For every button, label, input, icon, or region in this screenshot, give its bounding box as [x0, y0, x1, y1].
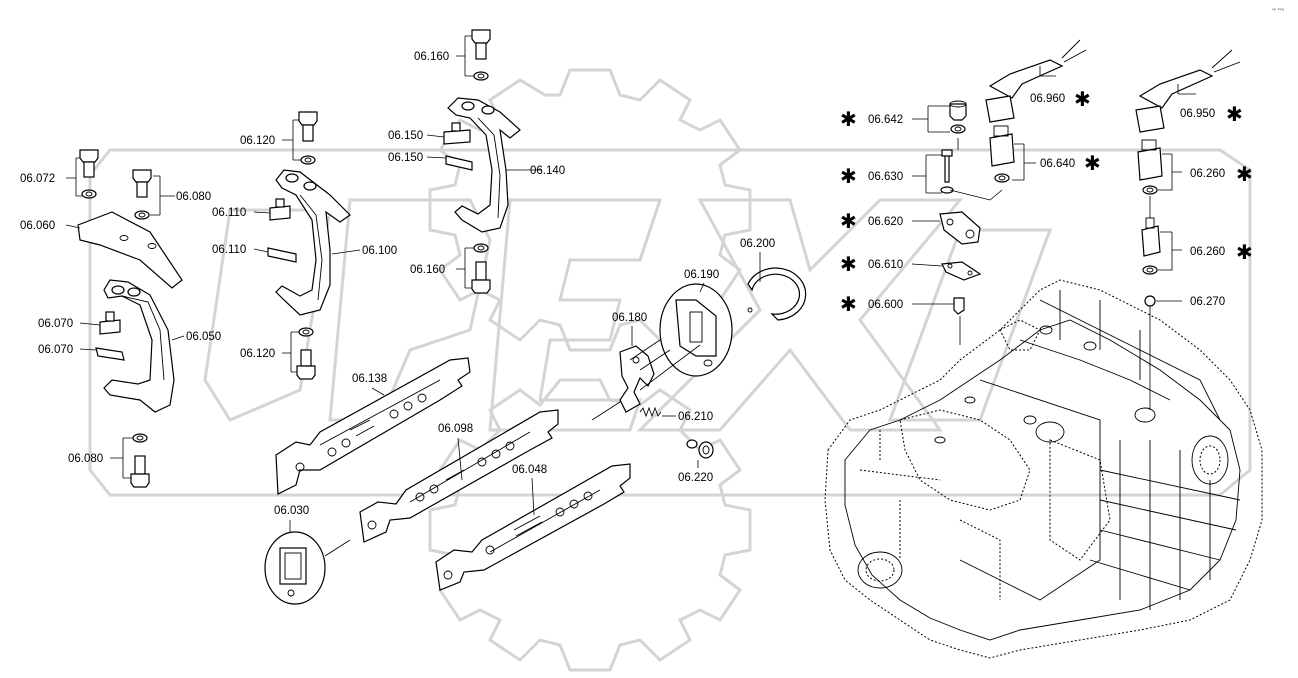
fork-06140: [447, 97, 521, 233]
cover-06620: [939, 211, 981, 245]
callout-06270: 06.270: [1190, 296, 1225, 308]
shift-fork-06100-group: [253, 111, 361, 380]
corner-mark: ᵃᵖ ᵇᵉᵍ: [1272, 8, 1284, 14]
snap-ring-06200: [747, 267, 807, 321]
callout-06120-upper: 06.120: [240, 135, 275, 147]
callout-06630: 06.630: [868, 171, 903, 183]
shift-fork-06050-group: [65, 149, 185, 488]
callout-06642: 06.642: [868, 114, 903, 126]
pad-06110-a: [269, 205, 291, 221]
callout-06160-lower: 06.160: [410, 264, 445, 276]
callout-06098: 06.098: [438, 423, 473, 435]
disc-06030: [264, 520, 351, 605]
connector-06960: [988, 59, 1064, 99]
sensor-06260-b: [1141, 225, 1161, 257]
callout-06640: 06.640: [1040, 158, 1075, 170]
callout-06180: 06.180: [612, 312, 647, 324]
callout-06120-lower: 06.120: [240, 348, 275, 360]
callout-06072: 06.072: [20, 173, 55, 185]
callout-06190: 06.190: [684, 269, 719, 281]
transmission-housing: [824, 279, 1263, 659]
callout-06080-upper: 06.080: [176, 191, 211, 203]
asterisk-06600: ✱: [840, 292, 857, 316]
asterisk-06642: ✱: [840, 107, 857, 131]
ring-06220: [686, 439, 698, 449]
callout-06050: 06.050: [186, 331, 221, 343]
asterisk-06950: ✱: [1226, 102, 1243, 126]
asterisk-06260-a: ✱: [1236, 162, 1253, 186]
pad-06070-b: [95, 347, 125, 361]
callout-06048: 06.048: [512, 464, 547, 476]
callout-06150-b: 06.150: [388, 152, 423, 164]
ball-06270: [1144, 295, 1156, 307]
asterisk-06960: ✱: [1074, 87, 1091, 111]
asterisk-06630: ✱: [840, 164, 857, 188]
connector-06950: [1138, 69, 1214, 109]
fork-06050: [103, 279, 175, 413]
asterisk-06610: ✱: [840, 252, 857, 276]
asterisk-marks: ✱ ✱ ✱ ✱ ✱ ✱ ✱ ✱ ✱ ✱: [840, 87, 1253, 316]
bolt-06072: [79, 149, 99, 163]
callout-labels: 06.072 06.080 06.060 06.070 06.070 06.05…: [20, 51, 1225, 517]
bolt-06160-a: [471, 29, 491, 44]
callout-06160-upper: 06.160: [414, 51, 449, 63]
spring-06210: [639, 406, 662, 418]
callout-06070-b: 06.070: [38, 344, 73, 356]
valve-06600: [953, 297, 965, 315]
watermark: [88, 68, 1252, 672]
sensor-06260-a: [1137, 147, 1163, 181]
callout-06150-a: 06.150: [388, 130, 423, 142]
callout-06080-lower: 06.080: [68, 453, 103, 465]
callout-06950: 06.950: [1180, 108, 1215, 120]
rail-06098: [359, 409, 559, 543]
shift-rails-group: [275, 357, 631, 591]
callout-06960: 06.960: [1030, 93, 1065, 105]
callout-06110-a: 06.110: [212, 207, 246, 219]
callout-06200: 06.200: [740, 238, 775, 250]
asterisk-06260-b: ✱: [1236, 240, 1253, 264]
callout-06060: 06.060: [20, 220, 55, 232]
callout-06140: 06.140: [530, 165, 565, 177]
callout-06610: 06.610: [868, 259, 903, 271]
pad-06070-a: [99, 319, 121, 335]
pad-06110-b: [267, 247, 297, 263]
asterisk-06620: ✱: [840, 209, 857, 233]
sensor-group: [1135, 49, 1241, 410]
plate-06060: [77, 211, 183, 289]
pad-06150-b: [445, 155, 473, 171]
callout-06030: 06.030: [274, 505, 309, 517]
selector-mechanism-group: [591, 252, 807, 468]
bolt-06120-a: [298, 111, 318, 126]
callout-06110-b: 06.110: [212, 244, 246, 256]
callout-06600: 06.600: [868, 299, 903, 311]
rail-06138: [275, 357, 471, 495]
callout-06220: 06.220: [678, 472, 713, 484]
gasket-06610: [941, 261, 982, 281]
pad-06150-a: [443, 129, 471, 145]
callout-06100: 06.100: [362, 245, 397, 257]
bolt-06080: [132, 169, 152, 183]
callout-06260-b: 06.260: [1190, 246, 1225, 258]
shift-fork-06140-group: [426, 29, 541, 294]
callout-06070-a: 06.070: [38, 318, 73, 330]
fork-06100: [275, 169, 351, 316]
asterisk-06640: ✱: [1084, 151, 1101, 175]
callout-06620: 06.620: [868, 216, 903, 228]
lever-06180: [619, 345, 655, 413]
callout-06138: 06.138: [352, 373, 387, 385]
switch-06640: [989, 133, 1015, 167]
callout-06210: 06.210: [678, 411, 713, 423]
valve-group: [911, 39, 1087, 345]
callout-06260-a: 06.260: [1190, 168, 1225, 180]
